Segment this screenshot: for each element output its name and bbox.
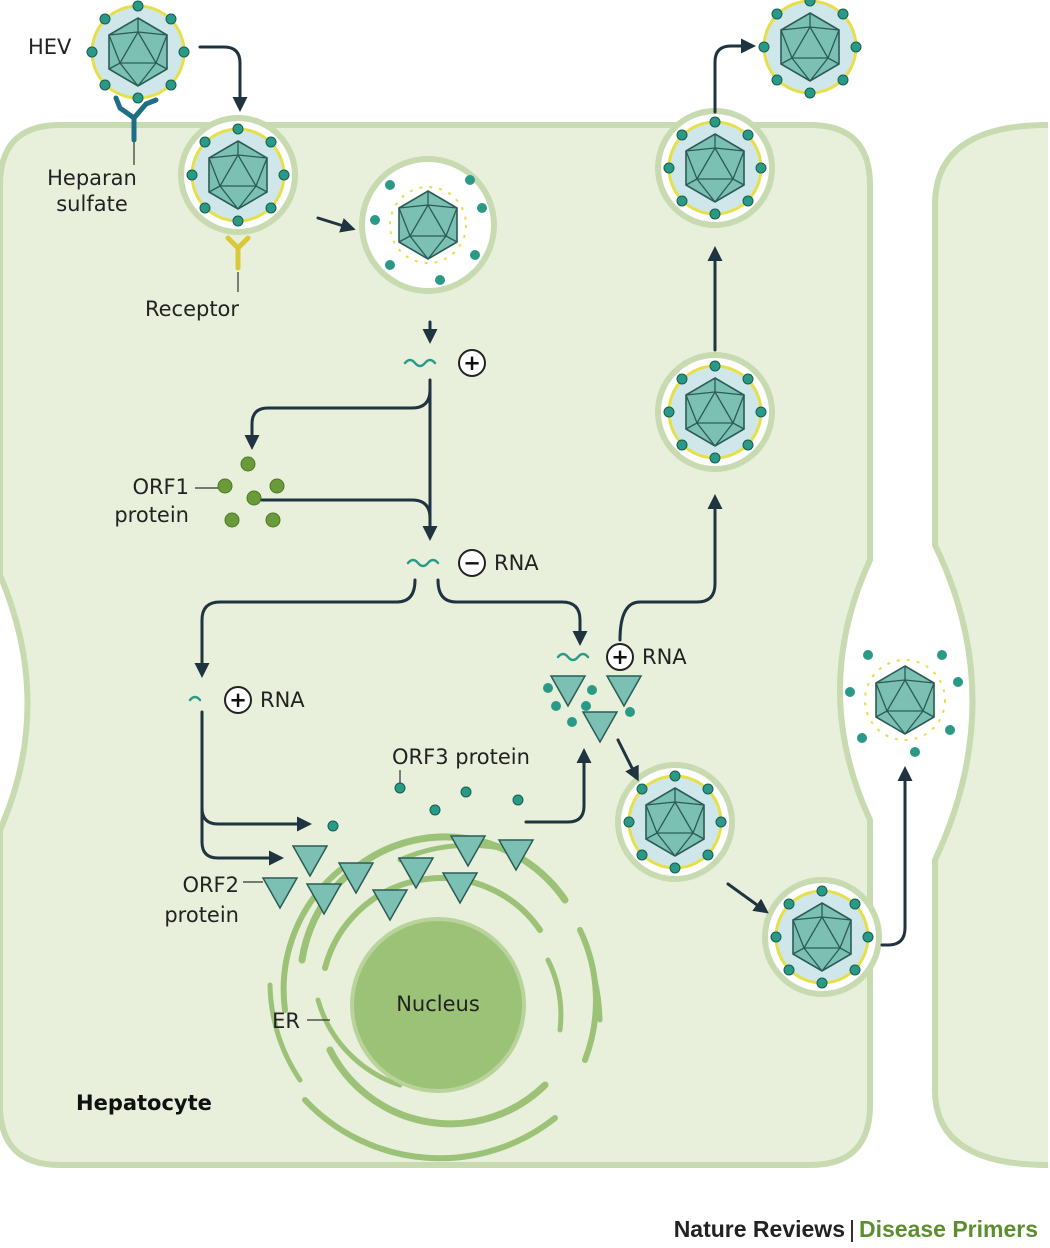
plus-rna-right-label: RNA	[642, 645, 687, 669]
plus-sign-2: +	[611, 645, 629, 669]
hev-label: HEV	[28, 35, 72, 59]
vesicle-membrane-top	[658, 111, 772, 225]
minus-rna	[406, 558, 440, 568]
plus-rna-genome	[403, 358, 437, 368]
receptor-label: Receptor	[145, 297, 239, 321]
nucleus	[350, 917, 526, 1093]
plus-sign-3: +	[229, 688, 247, 712]
minus-sign: −	[463, 551, 481, 575]
plus-rna-left	[188, 695, 202, 702]
heparan-sulfate-icon	[113, 95, 159, 143]
nucleus-label: Nucleus	[396, 992, 480, 1016]
orf1-protein-dots	[217, 456, 285, 528]
vesicle-membrane-bottom	[765, 880, 879, 994]
plus-rna-right	[556, 652, 590, 662]
orf1-protein-label-line2: protein	[114, 503, 189, 527]
receptor-icon	[225, 235, 251, 271]
released-virion-top	[759, 0, 861, 98]
plus-rna-left-label: RNA	[260, 688, 305, 712]
orf3-protein-label: ORF3 protein	[392, 745, 530, 769]
journal-name: Nature Reviews	[673, 1216, 845, 1242]
minus-rna-label: RNA	[494, 551, 539, 575]
entry-vesicle	[181, 118, 295, 232]
orf3-protein-dots	[327, 782, 524, 832]
hepatocyte-label: Hepatocyte	[76, 1091, 212, 1115]
hev-virion-outside	[87, 1, 189, 103]
heparan-sulfate-label-line1: Heparan	[47, 166, 137, 190]
orf2-protein-label-line2: protein	[164, 903, 239, 927]
pathway-arrows	[194, 38, 913, 947]
vesicle-right-lower	[618, 765, 732, 879]
credit-separator: |	[849, 1216, 855, 1242]
released-virion-basolateral	[845, 650, 963, 757]
vesicle-right-middle	[658, 355, 772, 469]
series-name: Disease Primers	[858, 1216, 1038, 1242]
heparan-sulfate-label-line2: sulfate	[56, 192, 128, 216]
neighbor-cell	[932, 122, 1049, 1168]
er-label: ER	[272, 1009, 300, 1033]
orf1-protein-label-line1: ORF1	[132, 475, 189, 499]
orf2-protein-label-line1: ORF2	[182, 873, 239, 897]
journal-credit: Nature Reviews|Disease Primers	[674, 1216, 1038, 1243]
hepatocyte-cell	[0, 122, 873, 1168]
plus-sign-1: +	[463, 351, 481, 375]
assembly-cluster	[543, 675, 642, 743]
uncoating-vesicle	[359, 156, 497, 294]
